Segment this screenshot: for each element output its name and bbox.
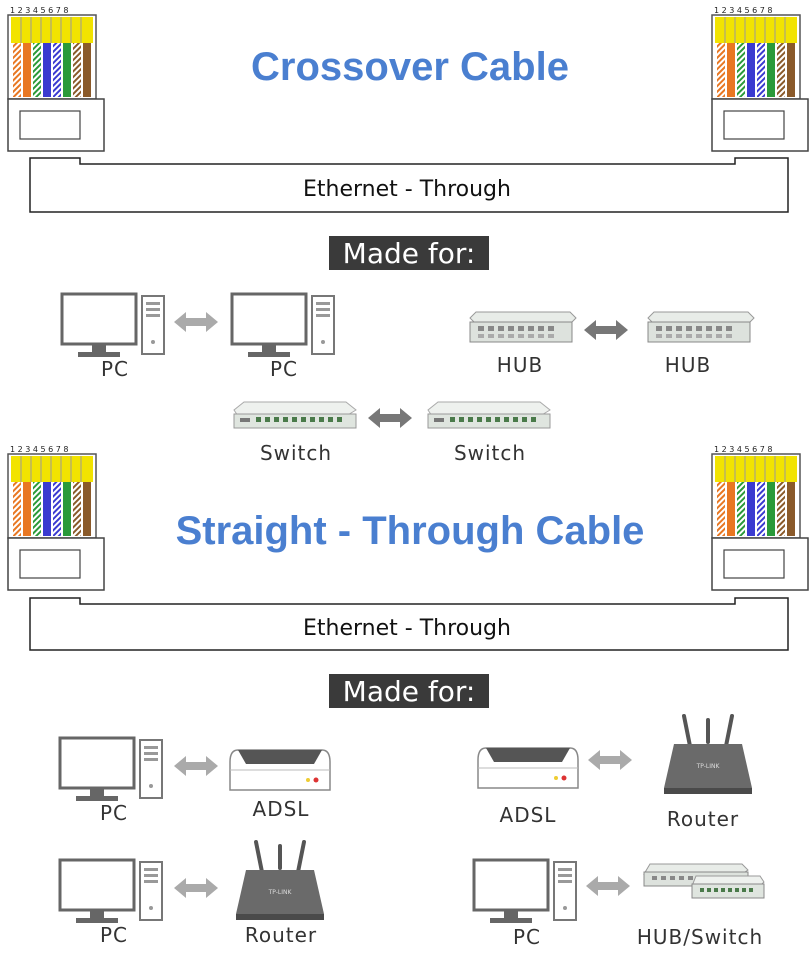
- pc-icon: [58, 858, 164, 925]
- made-for-badge: [329, 236, 489, 270]
- double-arrow-icon: [586, 876, 630, 896]
- crossover-title: Crossover Cable: [251, 45, 569, 89]
- made-for-label: Made for:: [343, 675, 476, 708]
- device-label: Switch: [260, 441, 332, 465]
- pc-icon: [60, 292, 166, 359]
- device-label: ADSL: [500, 803, 557, 827]
- pc-icon: [230, 292, 336, 359]
- rj45-connector-left: 1 2 3 4 5 6 7 8: [7, 6, 105, 152]
- device-label: HUB/Switch: [637, 925, 763, 949]
- pin-numbers: 1 2 3 4 5 6 7 8: [714, 445, 773, 454]
- hub-icon: [469, 311, 577, 343]
- cable-label: Ethernet - Through: [303, 616, 511, 641]
- device-label: PC: [270, 357, 298, 381]
- router-icon: [662, 714, 754, 796]
- switch-icon: [233, 401, 357, 429]
- double-arrow-icon: [174, 312, 218, 332]
- device-label: PC: [100, 801, 128, 825]
- device-label: PC: [101, 357, 129, 381]
- straight-through-section: 1 2 3 4 5 6 7 8 1 2 3 4 5 6 7 8 Straight…: [7, 445, 809, 949]
- crossover-section: 1 2 3 4 5 6 7 8 1 2 3 4 5 6 7 8 Crossove…: [7, 6, 809, 465]
- adsl-modem-icon: [229, 749, 331, 791]
- double-arrow-icon: [174, 878, 218, 898]
- device-label: PC: [513, 925, 541, 949]
- cable-label: Ethernet - Through: [303, 177, 511, 202]
- made-for-label: Made for:: [343, 237, 476, 270]
- device-label: ADSL: [253, 797, 310, 821]
- device-label: HUB: [665, 353, 711, 377]
- double-arrow-icon: [584, 320, 628, 340]
- rj45-connector-right: 1 2 3 4 5 6 7 8: [711, 445, 809, 591]
- hub-switch-icon: [643, 863, 765, 899]
- router-icon: [234, 840, 326, 922]
- device-label: Switch: [454, 441, 526, 465]
- made-for-badge: [329, 674, 489, 708]
- rj45-connector-left: 1 2 3 4 5 6 7 8: [7, 445, 105, 591]
- pc-icon: [58, 736, 164, 803]
- cable-outline: [29, 597, 789, 651]
- rj45-connector-right: 1 2 3 4 5 6 7 8: [711, 6, 809, 152]
- switch-icon: [427, 401, 551, 429]
- straight-through-title: Straight - Through Cable: [176, 509, 645, 553]
- double-arrow-icon: [588, 750, 632, 770]
- pin-numbers: 1 2 3 4 5 6 7 8: [10, 445, 69, 454]
- device-label: Router: [245, 923, 317, 947]
- device-label: Router: [667, 807, 739, 831]
- device-label: PC: [100, 923, 128, 947]
- pc-icon: [472, 858, 578, 925]
- double-arrow-icon: [368, 408, 412, 428]
- double-arrow-icon: [174, 756, 218, 776]
- cable-outline: [29, 157, 789, 213]
- hub-icon: [647, 311, 755, 343]
- pin-numbers: 1 2 3 4 5 6 7 8: [714, 6, 773, 15]
- adsl-modem-icon: [477, 747, 579, 789]
- pin-numbers: 1 2 3 4 5 6 7 8: [10, 6, 69, 15]
- device-label: HUB: [497, 353, 543, 377]
